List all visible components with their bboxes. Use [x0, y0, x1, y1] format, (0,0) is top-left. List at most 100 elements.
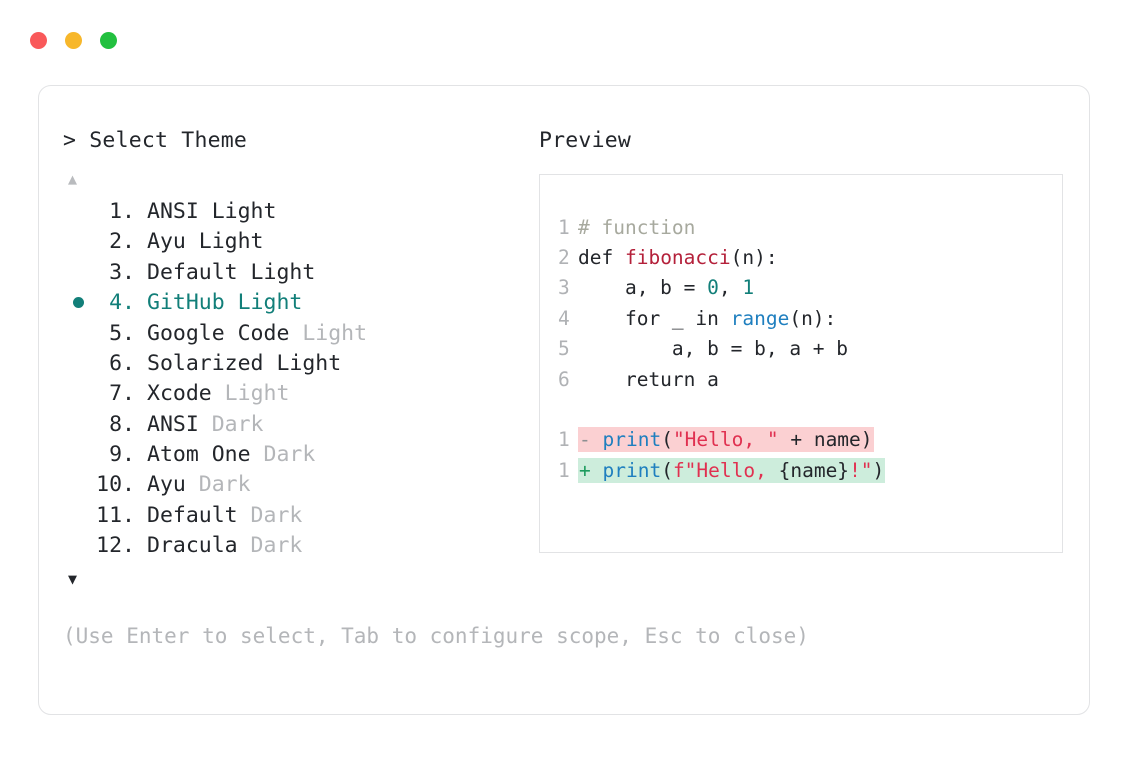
theme-item-number: 7.: [109, 381, 135, 407]
theme-list-pane: > Select Theme ▲ 1. ANSI Light 2. Ayu Light…: [63, 130, 533, 590]
theme-list-item[interactable]: 6. Solarized Light: [63, 348, 533, 378]
line-number: 2: [558, 245, 570, 269]
code-token: print: [602, 458, 662, 482]
code-token: fibonacci: [624, 245, 731, 269]
theme-list-item[interactable]: 1. ANSI Light: [63, 197, 533, 227]
theme-item-variant-tag: Dark: [237, 533, 303, 559]
theme-list-item[interactable]: 4. GitHub Light: [63, 288, 533, 318]
code-blank-line: [558, 395, 1062, 425]
theme-item-name: Xcode: [147, 381, 212, 407]
theme-item-number: 11.: [96, 502, 135, 528]
theme-list-item[interactable]: 3. Default Light: [63, 257, 533, 287]
theme-item-number: 1.: [109, 198, 135, 224]
code-token: f"Hello,: [672, 458, 779, 482]
theme-item-number: 6.: [109, 350, 135, 376]
theme-item-name: Solarized Light: [147, 350, 342, 376]
code-token: for _ in: [578, 306, 731, 330]
code-token: {name}: [778, 458, 850, 482]
theme-item-name: Google Code: [147, 320, 290, 346]
theme-item-number: 10.: [96, 472, 135, 498]
code-line: 6 return a: [558, 365, 1062, 395]
close-window-button[interactable]: [30, 32, 47, 49]
theme-item-name: Atom One: [147, 442, 251, 468]
line-number: 3: [558, 276, 570, 300]
code-token: print: [602, 428, 662, 452]
line-number: 1: [558, 458, 570, 482]
keyboard-hint: (Use Enter to select, Tab to configure s…: [63, 624, 809, 648]
select-theme-header: > Select Theme: [63, 128, 248, 153]
theme-item-variant-tag: Dark: [198, 411, 264, 437]
code-line: 1# function: [558, 213, 1062, 243]
code-token: !": [849, 458, 873, 482]
theme-item-number: 3.: [109, 259, 135, 285]
code-line: 4 for _ in range(n):: [558, 304, 1062, 334]
theme-item-name: Ayu Light: [147, 229, 264, 255]
theme-list-item[interactable]: 8. ANSI Dark: [63, 409, 533, 439]
preview-header: Preview: [539, 128, 632, 153]
code-line: 3 a, b = 0, 1: [558, 273, 1062, 303]
theme-item-number: 4.: [109, 290, 135, 316]
theme-item-name: Default Light: [147, 259, 316, 285]
code-token: 1: [742, 276, 755, 300]
line-number: 1: [558, 428, 570, 452]
window-titlebar: [30, 32, 117, 49]
code-token: # function: [578, 215, 696, 239]
code-token: range: [730, 306, 790, 330]
code-token: def: [578, 245, 625, 269]
code-token: + name): [778, 428, 873, 452]
line-number: 4: [558, 306, 570, 330]
theme-item-number: 8.: [109, 411, 135, 437]
code-token: a, b =: [578, 276, 708, 300]
code-line: 2 def fibonacci(n):: [558, 243, 1062, 273]
diff-line-content: - print("Hello, " + name): [578, 427, 874, 453]
theme-item-name: GitHub Light: [147, 290, 303, 316]
line-number: 5: [558, 337, 570, 361]
theme-list-item[interactable]: 2. Ayu Light: [63, 227, 533, 257]
theme-item-name: ANSI Light: [147, 198, 277, 224]
theme-item-number: 2.: [109, 229, 135, 255]
diff-line-add: 1 + print(f"Hello, {name}!"): [558, 456, 1062, 486]
theme-item-number: 12.: [96, 533, 135, 559]
code-token: (n):: [730, 245, 778, 269]
theme-item-name: Ayu: [147, 472, 186, 498]
code-token: (: [661, 428, 673, 452]
minimize-window-button[interactable]: [65, 32, 82, 49]
code-token: 0: [707, 276, 719, 300]
line-number: 6: [558, 367, 570, 391]
theme-item-number: 5.: [109, 320, 135, 346]
theme-item-name: ANSI: [147, 411, 199, 437]
code-token: (: [661, 458, 673, 482]
theme-list-item[interactable]: 10. Ayu Dark: [63, 470, 533, 500]
code-line: 5 a, b = b, a + b: [558, 334, 1062, 364]
diff-line-content: + print(f"Hello, {name}!"): [578, 457, 886, 483]
theme-item-variant-tag: Dark: [185, 472, 251, 498]
code-token: "Hello, ": [672, 428, 779, 452]
theme-list-item[interactable]: 7. Xcode Light: [63, 379, 533, 409]
diff-marker: -: [579, 428, 603, 452]
theme-list-item[interactable]: 11. Default Dark: [63, 500, 533, 530]
code-token: a, b = b, a + b: [578, 337, 849, 361]
theme-item-variant-tag: Dark: [237, 502, 303, 528]
theme-item-variant-tag: Light: [289, 320, 368, 346]
theme-list-item[interactable]: 12.Dracula Dark: [63, 531, 533, 561]
scroll-down-icon[interactable]: ▼: [68, 569, 78, 588]
maximize-window-button[interactable]: [100, 32, 117, 49]
code-token: ): [872, 458, 885, 482]
diff-marker: +: [579, 458, 603, 482]
theme-item-variant-tag: Light: [211, 381, 290, 407]
theme-list-item[interactable]: 9. Atom One Dark: [63, 440, 533, 470]
theme-selector-card: > Select Theme ▲ 1. ANSI Light 2. Ayu Light…: [38, 85, 1090, 715]
code-token: (n):: [789, 306, 837, 330]
theme-item-name: Default: [147, 502, 238, 528]
code-token: ,: [718, 276, 743, 300]
theme-item-number: 9.: [109, 442, 135, 468]
theme-item-variant-tag: Dark: [250, 442, 316, 468]
selection-bullet-cell: [63, 297, 93, 309]
scroll-up-icon[interactable]: ▲: [68, 170, 78, 188]
code-token: return a: [578, 367, 719, 391]
diff-line-del: 1- print("Hello, " + name): [558, 425, 1062, 455]
theme-list-item[interactable]: 5. Google Code Light: [63, 318, 533, 348]
